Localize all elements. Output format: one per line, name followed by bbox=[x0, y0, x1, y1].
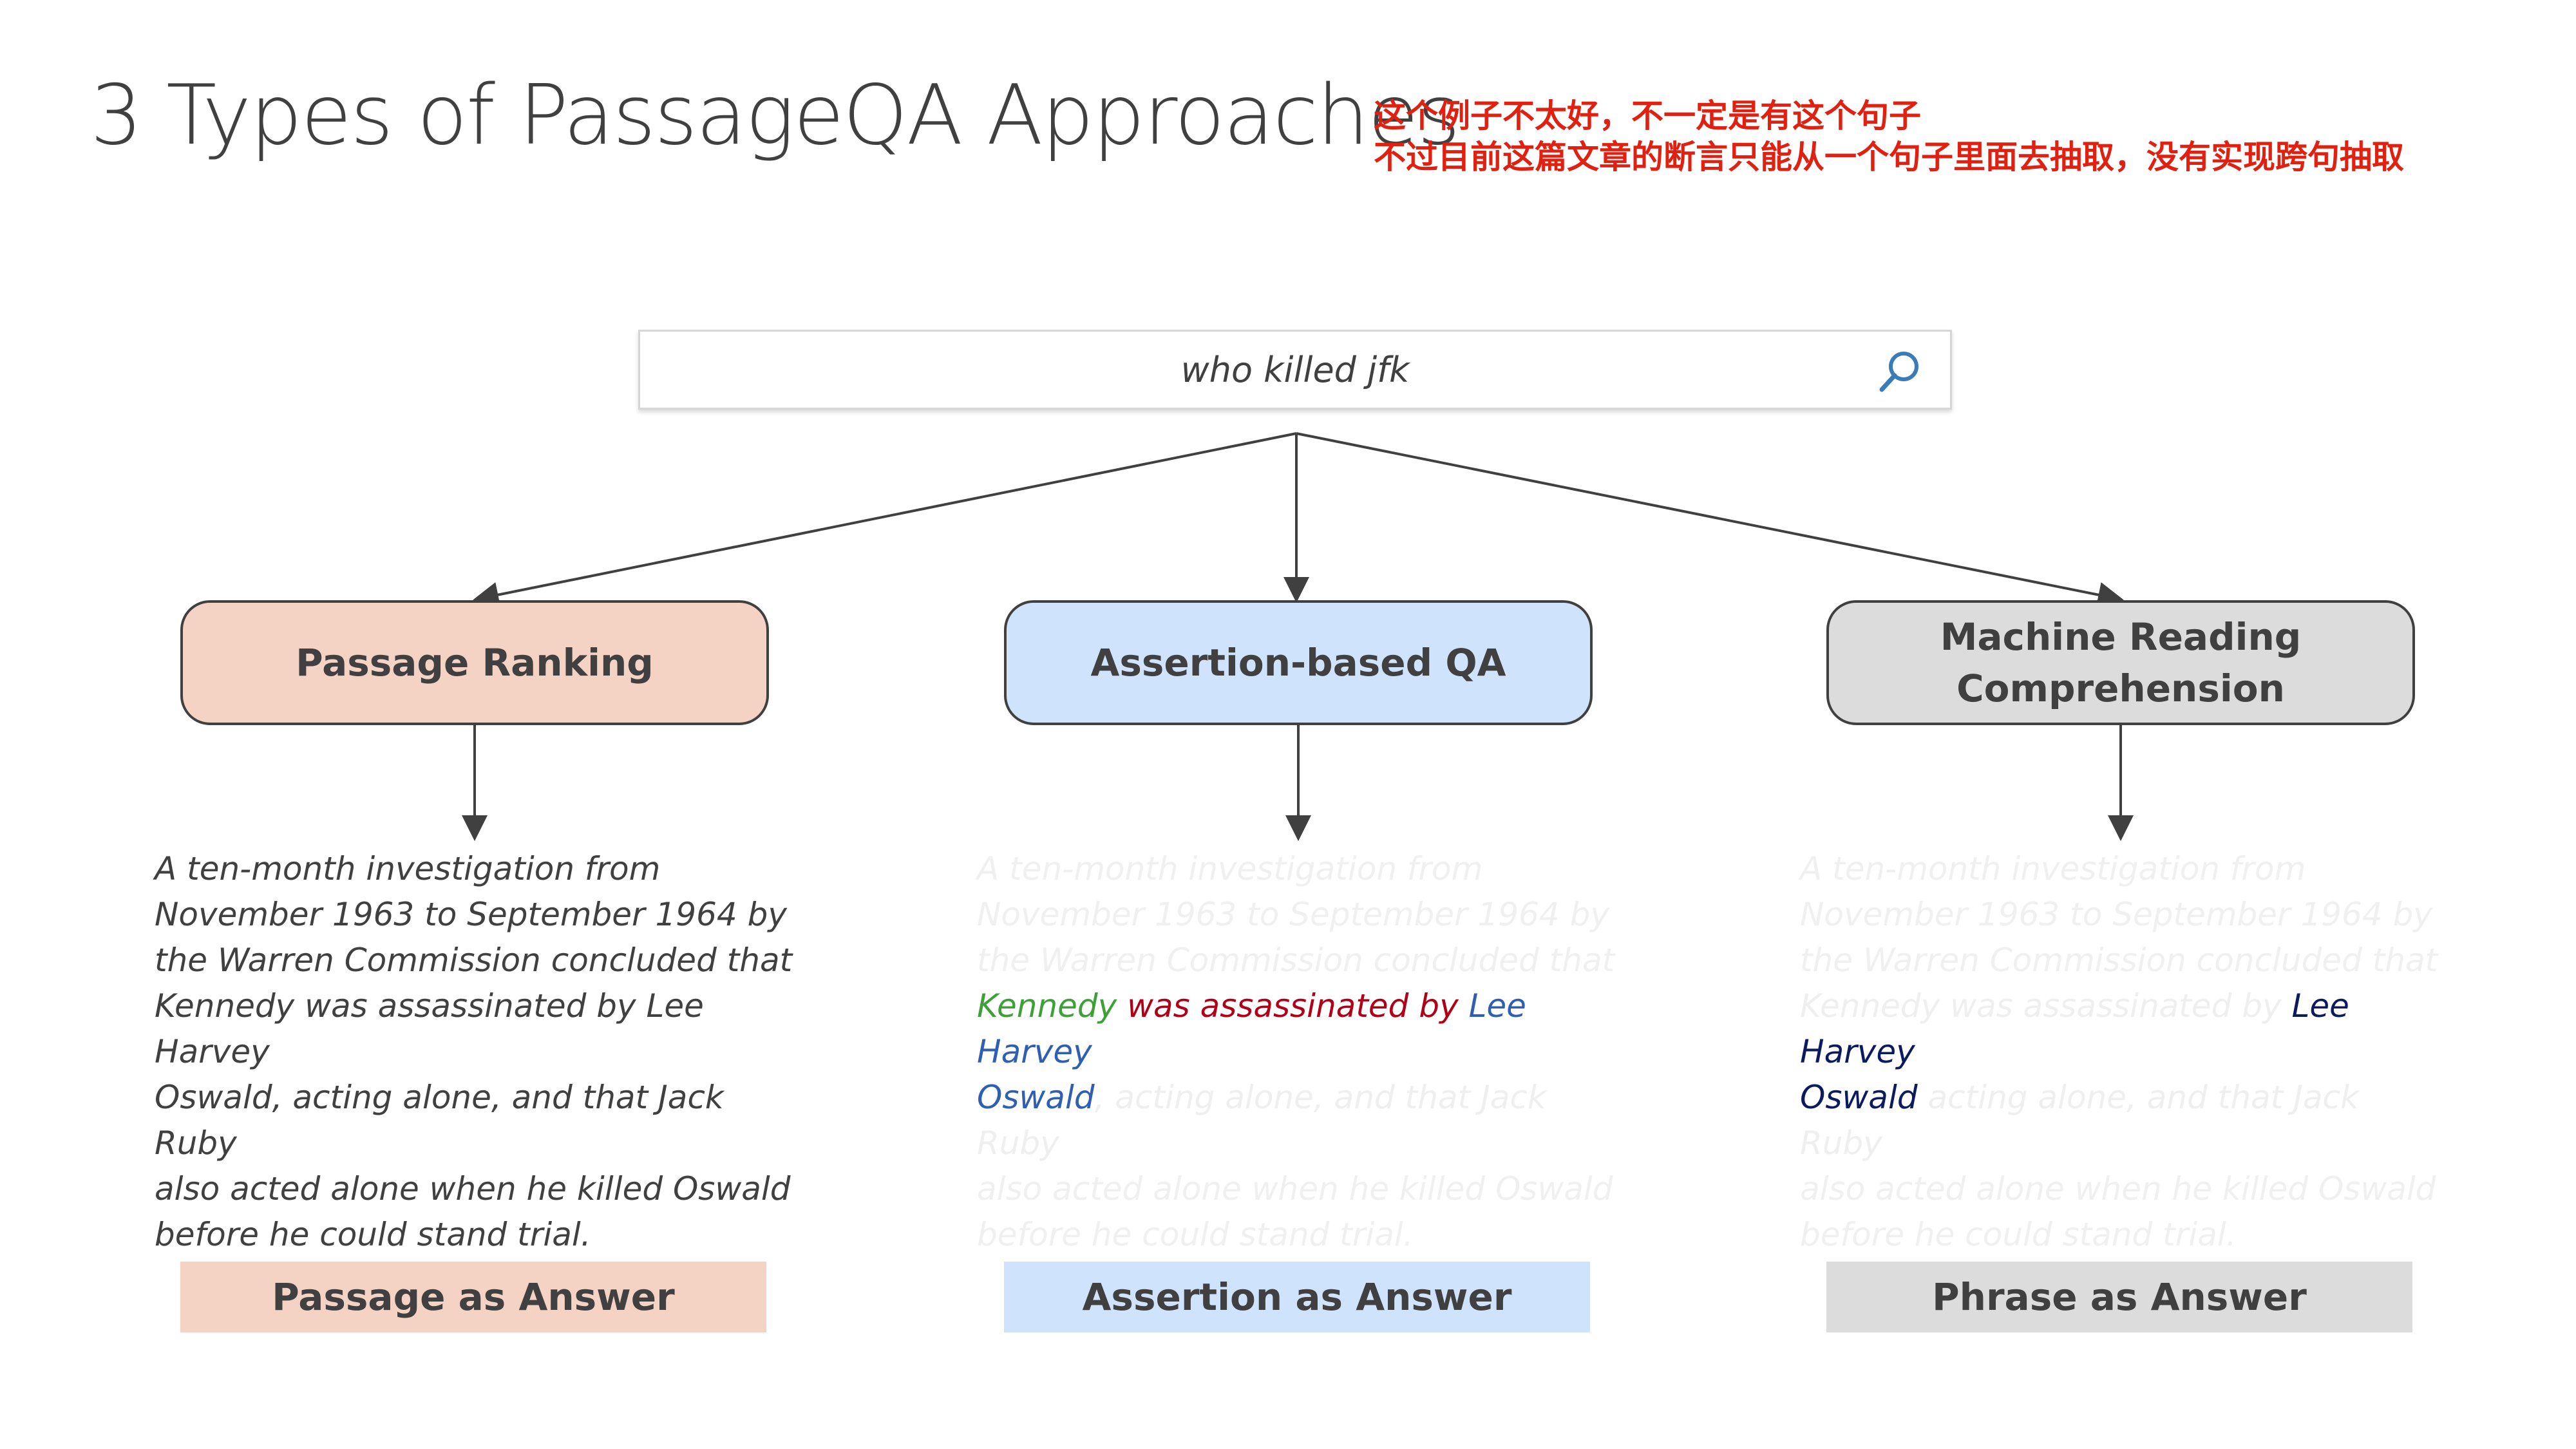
note-line-2: 不过目前这篇文章的断言只能从一个句子里面去抽取，没有实现跨句抽取 bbox=[1374, 138, 2404, 176]
approaches-to-passages-arrows bbox=[462, 725, 2134, 841]
object-highlight: Lee Harvey bbox=[977, 987, 1526, 1070]
passage-line: the Warren Commission concluded that bbox=[155, 942, 793, 979]
passage-line: the Warren Commission concluded that bbox=[1800, 942, 2438, 979]
passage-ranking-box: Passage Ranking bbox=[180, 600, 769, 725]
passage-line: also acted alone when he killed Oswald bbox=[977, 1170, 1613, 1208]
passage-line: Kennedy was assassinated by Lee Harvey bbox=[1800, 983, 2450, 1075]
passage-line: before he could stand trial. bbox=[155, 1216, 591, 1253]
passage-line: the Warren Commission concluded that bbox=[977, 942, 1615, 979]
passage-line: A ten-month investigation from bbox=[977, 850, 1483, 887]
search-box[interactable]: who killed jfk bbox=[638, 330, 1952, 410]
assertion-qa-box: Assertion-based QA bbox=[1004, 600, 1593, 725]
passage-line: before he could stand trial. bbox=[1800, 1216, 2237, 1253]
passage-assertion-text: A ten-month investigation from November … bbox=[977, 846, 1627, 1258]
search-icon[interactable] bbox=[1875, 347, 1924, 396]
phrase-highlight: Lee Harvey bbox=[1800, 987, 2349, 1070]
passage-line: Oswald acting alone, and that Jack Ruby bbox=[1800, 1075, 2450, 1166]
arrow-to-passage-ranking bbox=[473, 432, 1297, 608]
subject-highlight: Kennedy bbox=[977, 987, 1117, 1025]
faded-text: Kennedy was assassinated by bbox=[1800, 987, 2292, 1025]
arrow-to-mrc bbox=[1296, 432, 2124, 608]
phrase-highlight-cont: Oswald bbox=[1800, 1079, 1918, 1116]
predicate-highlight: was assassinated bbox=[1117, 987, 1419, 1025]
passage-line: November 1963 to September 1964 by bbox=[1800, 896, 2432, 933]
phrase-as-answer-label: Phrase as Answer bbox=[1826, 1262, 2412, 1332]
passage-mrc-text: A ten-month investigation from November … bbox=[1800, 846, 2450, 1258]
machine-reading-label-line-2: Comprehension bbox=[1956, 667, 2285, 710]
annotation-note: 这个例子不太好，不一定是有这个句子 不过目前这篇文章的断言只能从一个句子里面去抽… bbox=[1374, 95, 2404, 178]
assertion-qa-label: Assertion-based QA bbox=[1090, 641, 1506, 685]
predicate-highlight-by: by bbox=[1419, 987, 1469, 1025]
passage-ranking-label: Passage Ranking bbox=[296, 641, 654, 685]
faded-text: , acting alone, and that Jack Ruby bbox=[977, 1079, 1546, 1162]
search-query[interactable]: who killed jfk bbox=[1180, 350, 1410, 390]
passage-line: November 1963 to September 1964 by bbox=[155, 896, 787, 933]
passage-line: Kennedy was assassinated by Lee Harvey bbox=[977, 983, 1627, 1075]
slide-title: 3 Types of PassageQA Approaches bbox=[90, 68, 1460, 164]
passage-line: Oswald, acting alone, and that Jack Ruby bbox=[155, 1079, 724, 1162]
passage-line: also acted alone when he killed Oswald bbox=[155, 1170, 791, 1208]
note-line-1: 这个例子不太好，不一定是有这个句子 bbox=[1374, 97, 1921, 135]
passage-line: Oswald, acting alone, and that Jack Ruby bbox=[977, 1075, 1627, 1166]
passage-line: also acted alone when he killed Oswald bbox=[1800, 1170, 2436, 1208]
faded-text: acting alone, and that Jack Ruby bbox=[1800, 1079, 2360, 1162]
passage-as-answer-label: Passage as Answer bbox=[180, 1262, 766, 1332]
query-to-approaches-arrows bbox=[473, 432, 2124, 608]
object-highlight-cont: Oswald bbox=[977, 1079, 1095, 1116]
assertion-as-answer-label: Assertion as Answer bbox=[1004, 1262, 1590, 1332]
machine-reading-label-line-1: Machine Reading bbox=[1940, 615, 2302, 659]
passage-ranking-text: A ten-month investigation from November … bbox=[155, 846, 805, 1258]
passage-line: November 1963 to September 1964 by bbox=[977, 896, 1609, 933]
passage-line: A ten-month investigation from bbox=[1800, 850, 2306, 887]
passage-line: before he could stand trial. bbox=[977, 1216, 1414, 1253]
machine-reading-box: Machine Reading Comprehension bbox=[1826, 600, 2415, 725]
passage-line: Kennedy was assassinated by Lee Harvey bbox=[155, 987, 704, 1070]
passage-line: A ten-month investigation from bbox=[155, 850, 661, 887]
